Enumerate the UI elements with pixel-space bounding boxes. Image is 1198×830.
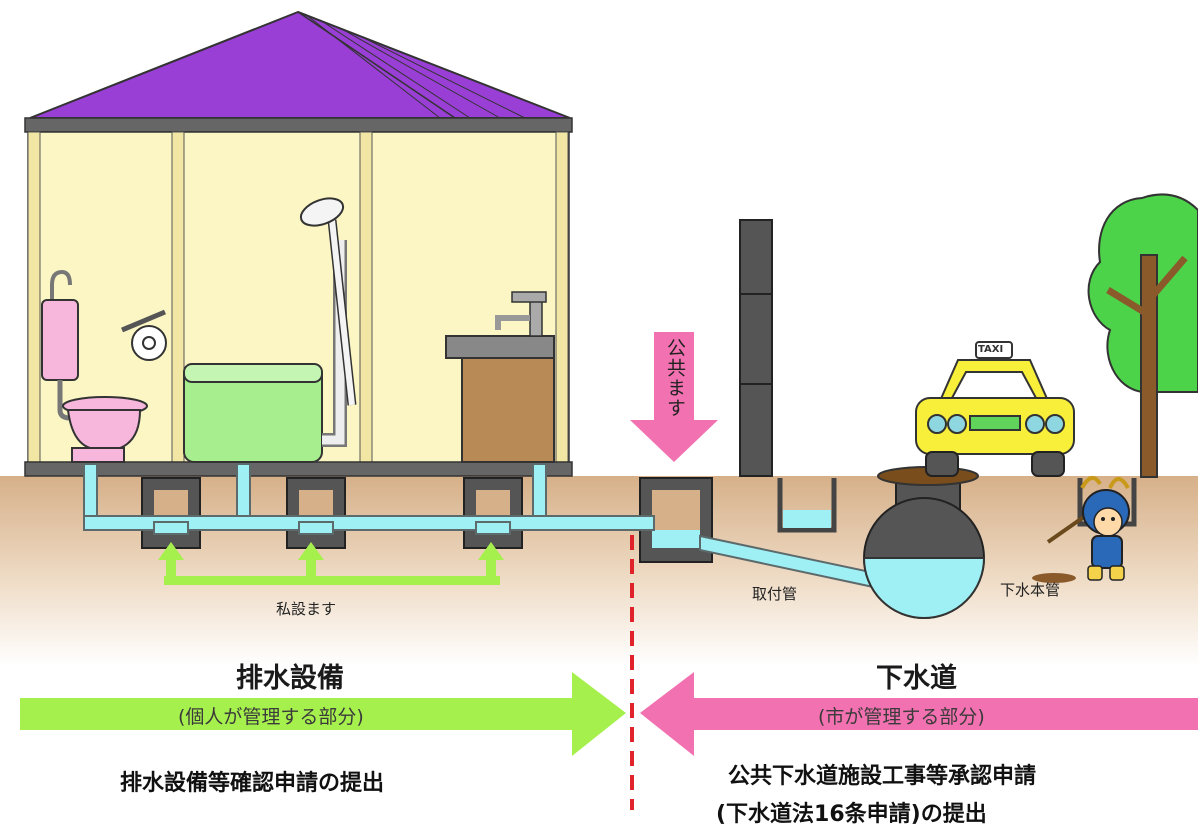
sewer-application-text-2: (下水道法16条申請)の提出 <box>716 802 987 827</box>
mascot-character <box>1046 476 1130 581</box>
drainage-application-text: 排水設備等確認申請の提出 <box>120 771 385 796</box>
shower-icon <box>299 197 357 447</box>
private-section-arrow <box>20 672 626 756</box>
drainage-facility-subtitle: (個人が管理する部分) <box>178 706 364 728</box>
private-basin <box>141 477 201 549</box>
taxi-icon <box>915 341 1075 477</box>
drainage-facility-title: 排水設備 <box>236 663 344 694</box>
bathtub-icon <box>183 363 323 463</box>
toilet-paper-icon <box>121 309 167 361</box>
dirt-mound <box>1032 573 1076 583</box>
tree-icon <box>1087 193 1198 478</box>
connection-pipe-label: 取付管 <box>752 585 798 603</box>
sink-icon <box>445 291 555 463</box>
sewer-application-text-1: 公共下水道施設工事等承認申請 <box>728 764 1037 789</box>
private-basin <box>286 477 346 549</box>
private-basin-arrows <box>158 542 504 585</box>
private-basin-label: 私設ます <box>276 600 337 618</box>
main-sewer <box>862 466 986 619</box>
toilet-icon <box>41 269 148 463</box>
house-roof <box>29 10 571 119</box>
sewer-subtitle: (市が管理する部分) <box>818 706 985 728</box>
public-section-arrow <box>640 672 1198 756</box>
private-basin <box>463 477 523 549</box>
main-sewer-label: 下水本管 <box>1000 581 1061 599</box>
public-basin-label: 公共ます <box>664 338 686 418</box>
house-floor <box>24 461 573 477</box>
drain-pipe <box>83 463 655 535</box>
sewer-title: 下水道 <box>876 663 957 694</box>
block-wall <box>739 219 773 477</box>
public-basin-arrow <box>630 332 718 462</box>
taxi-sign-label: TAXI <box>978 344 1004 355</box>
